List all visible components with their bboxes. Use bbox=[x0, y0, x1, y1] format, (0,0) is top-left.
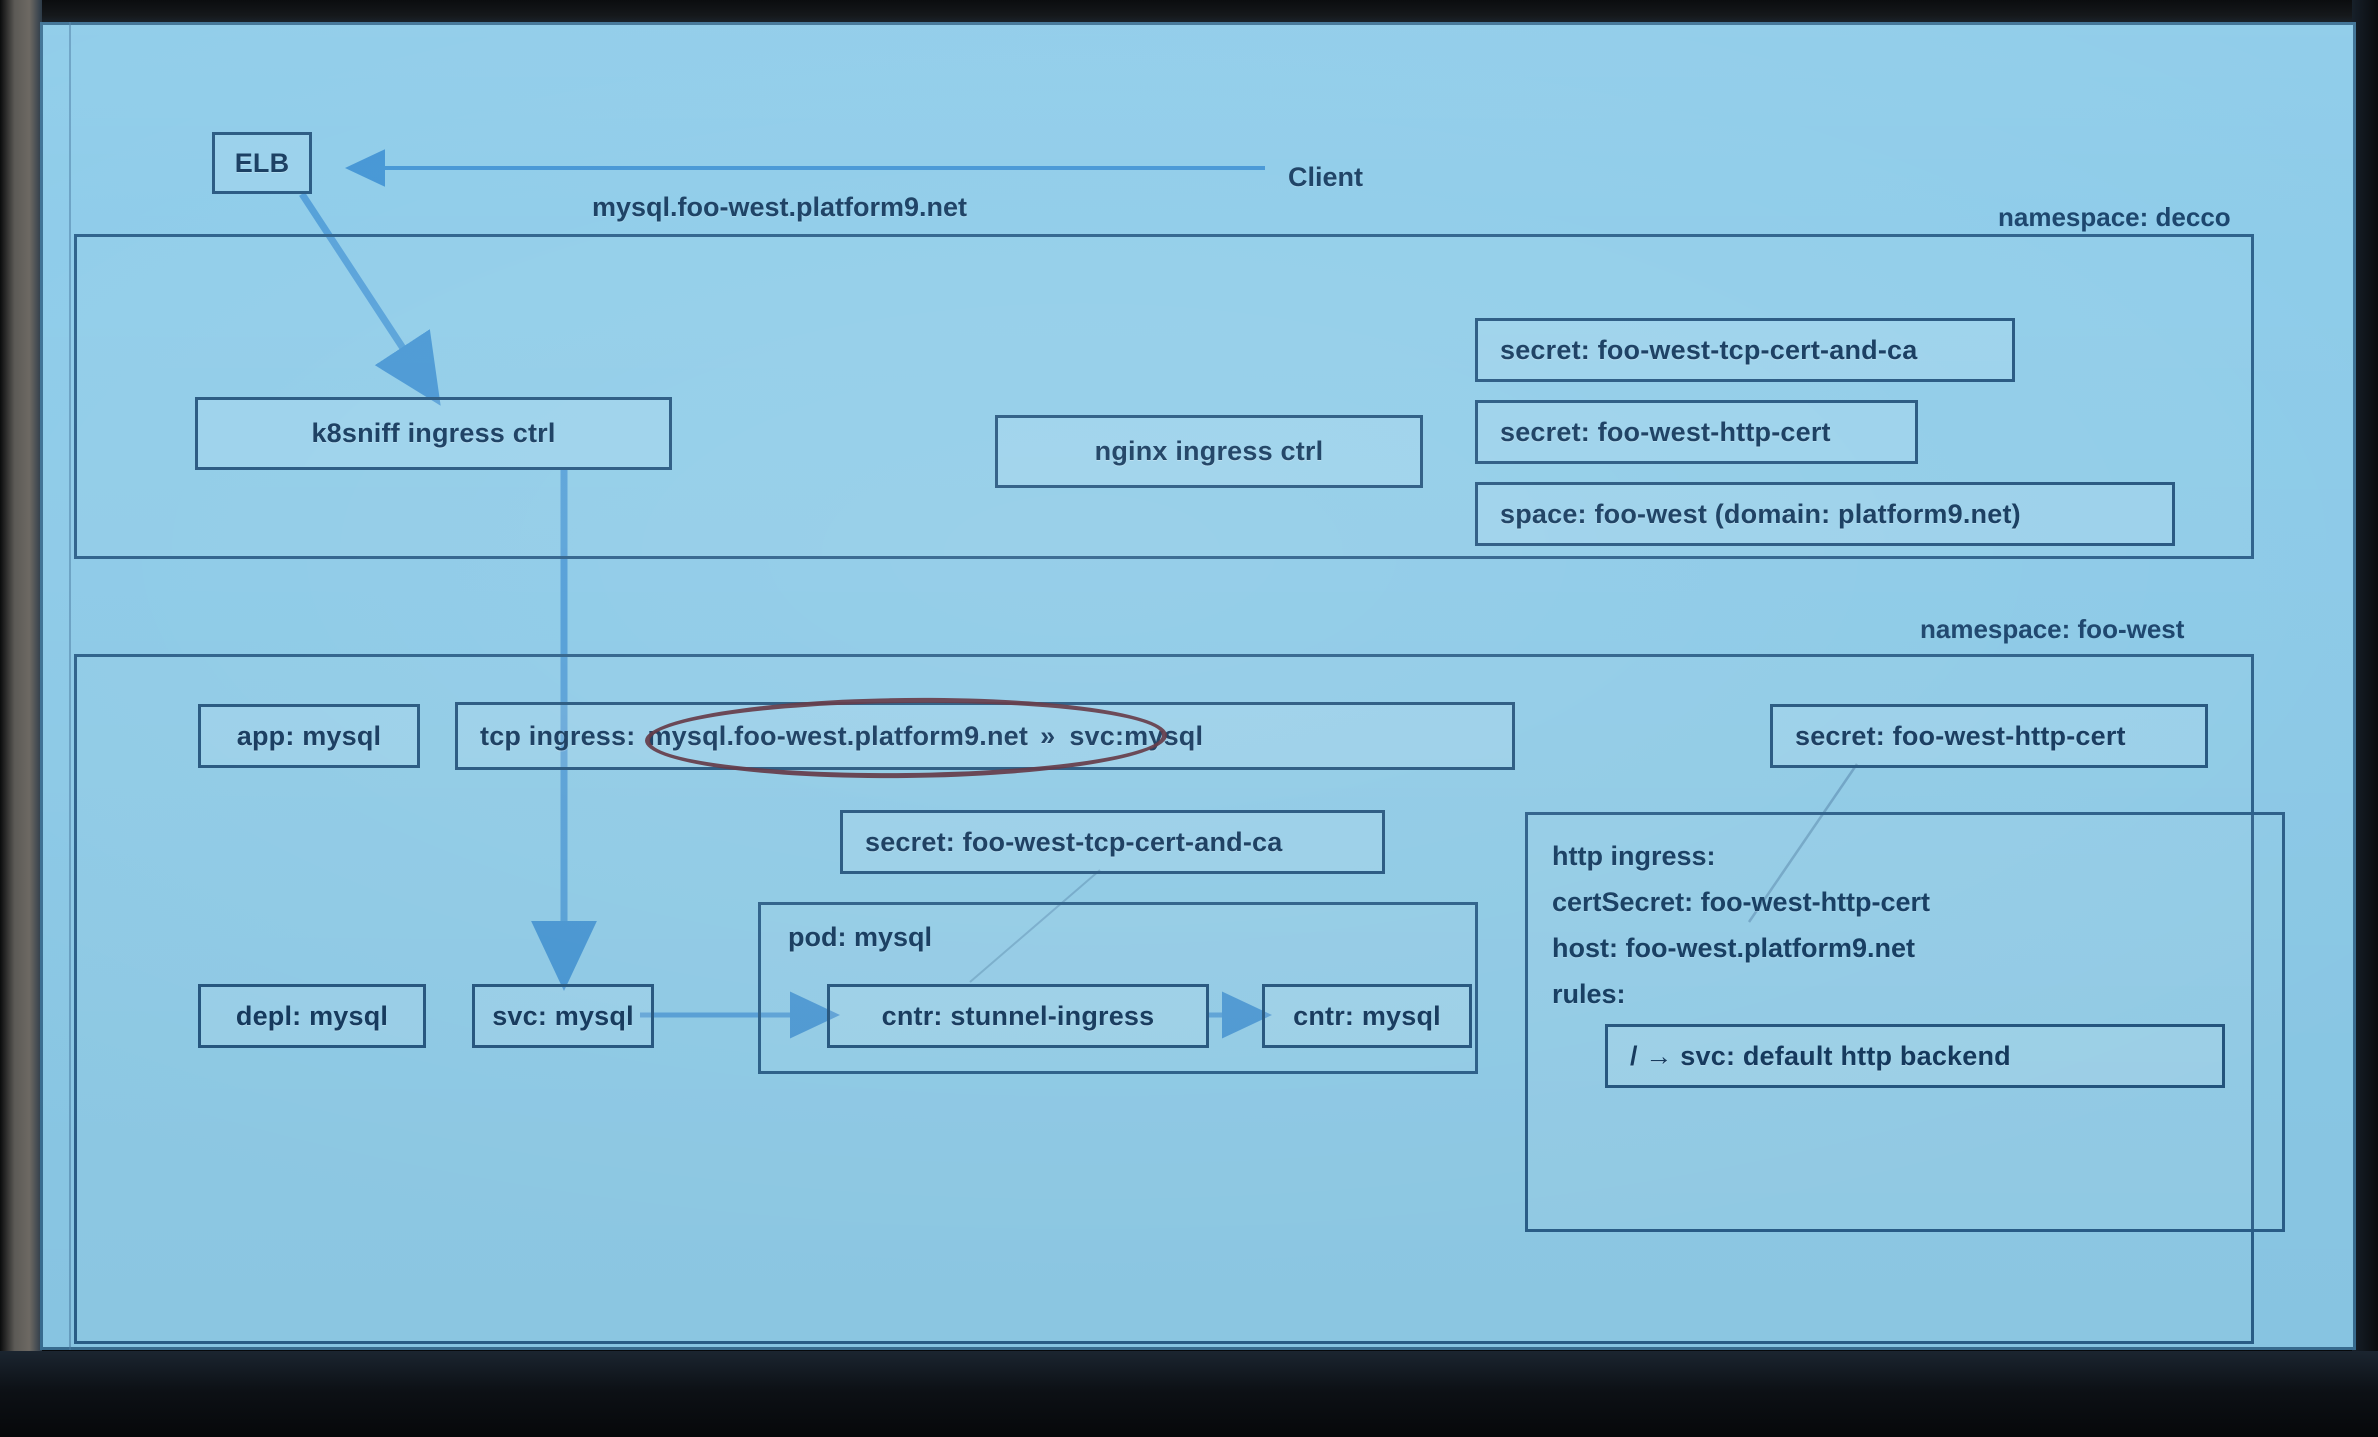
tcp-ingress-host: mysql.foo-west.platform9.net bbox=[647, 720, 1029, 751]
depl-mysql-node[interactable]: depl: mysql bbox=[198, 984, 426, 1048]
cntr-stunnel-ingress-node[interactable]: cntr: stunnel-ingress bbox=[827, 984, 1209, 1048]
elb-hostname-label: mysql.foo-west.platform9.net bbox=[592, 192, 968, 222]
namespace-decco-label: namespace: decco bbox=[1998, 202, 2231, 232]
depl-mysql-label: depl: mysql bbox=[235, 1000, 389, 1031]
decco-space-foo-west-node[interactable]: space: foo-west (domain: platform9.net) bbox=[1475, 482, 2175, 546]
nginx-ingress-ctrl-node[interactable]: nginx ingress ctrl bbox=[995, 415, 1423, 488]
foo-west-secret-http-cert-node[interactable]: secret: foo-west-http-cert bbox=[1770, 704, 2208, 768]
elb-node[interactable]: ELB bbox=[212, 132, 312, 194]
tcp-ingress-prefix: tcp ingress: bbox=[480, 720, 636, 751]
tcp-ingress-target: svc:mysql bbox=[1069, 720, 1204, 751]
svc-mysql-label: svc: mysql bbox=[492, 1000, 634, 1031]
http-ingress-cert-secret: certSecret: foo-west-http-cert bbox=[1552, 887, 1931, 917]
nginx-ingress-ctrl-label: nginx ingress ctrl bbox=[1094, 436, 1324, 466]
namespace-decco-group bbox=[74, 234, 2254, 559]
namespace-foo-west-label: namespace: foo-west bbox=[1920, 614, 2185, 644]
client-label: Client bbox=[1288, 162, 1364, 192]
decco-secret-tcp-cert-label: secret: foo-west-tcp-cert-and-ca bbox=[1500, 334, 1918, 365]
tcp-ingress-arrow: » bbox=[1040, 720, 1056, 751]
pod-mysql-label: pod: mysql bbox=[788, 922, 933, 952]
http-ingress-title: http ingress: bbox=[1552, 841, 1716, 871]
cntr-mysql-label: cntr: mysql bbox=[1293, 1000, 1441, 1031]
screen-bezel-right bbox=[2352, 0, 2378, 1437]
foo-west-secret-tcp-cert-label: secret: foo-west-tcp-cert-and-ca bbox=[865, 826, 1283, 857]
app-mysql-node[interactable]: app: mysql bbox=[198, 704, 420, 768]
decco-secret-http-cert-node[interactable]: secret: foo-west-http-cert bbox=[1475, 400, 1918, 464]
k8sniff-ingress-ctrl-label: k8sniff ingress ctrl bbox=[311, 418, 556, 448]
http-ingress-host: host: foo-west.platform9.net bbox=[1552, 933, 1915, 963]
svc-mysql-node[interactable]: svc: mysql bbox=[472, 984, 654, 1048]
http-ingress-rule-node[interactable]: / → svc: default http backend bbox=[1605, 1024, 2225, 1088]
decco-secret-tcp-cert-node[interactable]: secret: foo-west-tcp-cert-and-ca bbox=[1475, 318, 2015, 382]
cntr-stunnel-ingress-label: cntr: stunnel-ingress bbox=[881, 1000, 1155, 1031]
k8sniff-ingress-ctrl-node[interactable]: k8sniff ingress ctrl bbox=[195, 397, 672, 470]
foo-west-secret-http-cert-label: secret: foo-west-http-cert bbox=[1795, 720, 2126, 751]
app-mysql-label: app: mysql bbox=[236, 720, 382, 751]
screen-bezel-top bbox=[0, 0, 2378, 26]
decco-space-foo-west-label: space: foo-west (domain: platform9.net) bbox=[1500, 498, 2021, 529]
architecture-diagram-slide: ELB mysql.foo-west.platform9.net Client … bbox=[40, 22, 2356, 1350]
screen-bezel-left bbox=[0, 0, 42, 1437]
diagram-canvas: ELB mysql.foo-west.platform9.net Client … bbox=[40, 22, 2356, 1350]
foo-west-secret-tcp-cert-node[interactable]: secret: foo-west-tcp-cert-and-ca bbox=[840, 810, 1385, 874]
cntr-mysql-node[interactable]: cntr: mysql bbox=[1262, 984, 1472, 1048]
elb-label: ELB bbox=[234, 147, 290, 178]
tcp-ingress-node[interactable]: tcp ingress: mysql.foo-west.platform9.ne… bbox=[455, 702, 1515, 770]
decco-secret-http-cert-label: secret: foo-west-http-cert bbox=[1500, 416, 1831, 447]
screen-bezel-bottom bbox=[0, 1351, 2378, 1437]
http-ingress-rule-label: / → svc: default http backend bbox=[1630, 1040, 2011, 1071]
http-ingress-rules-label: rules: bbox=[1552, 979, 1626, 1009]
slide-left-rule bbox=[69, 22, 71, 1350]
http-ingress-group[interactable] bbox=[1525, 812, 2285, 1232]
